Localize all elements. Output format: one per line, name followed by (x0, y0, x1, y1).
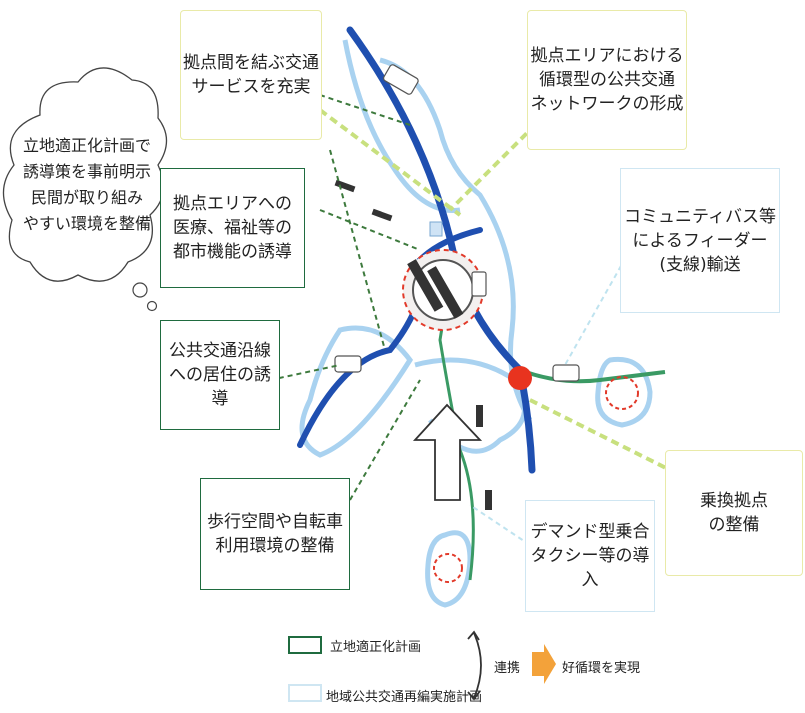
dashed-node-bottom (433, 553, 463, 583)
cloud-text: 立地適正化計画で 誘導策を事前明示 民間が取り組み やすい環境を整備 (22, 136, 151, 233)
transfer-node (508, 366, 532, 390)
connectors-light-blue (469, 249, 631, 546)
label-demand-taxi: デマンド型乗合 タクシー等の導入 (525, 500, 655, 612)
legend-label-cycle: 好循環を実現 (562, 661, 641, 676)
area-outlines (299, 39, 653, 608)
legend-label-transport-plan: 地域公共交通再編実施計画 (326, 690, 483, 705)
label-medical-welfare: 拠点エリアへの 医療、福祉等の 都市機能の誘導 (160, 168, 305, 288)
label-residence: 公共交通沿線 への居住の誘導 (160, 320, 280, 430)
feeder-route (519, 368, 666, 384)
label-walk-bike: 歩行空間や自転車 利用環境の整備 (200, 478, 350, 590)
connectors-light-green (318, 108, 671, 472)
legend-label-location-plan: 立地適正化計画 (330, 640, 422, 655)
label-circular-network: 拠点エリアにおける 循環型の公共交通 ネットワークの形成 (527, 10, 687, 150)
label-community-bus: コミュニティバス等 によるフィーダー (支線)輸送 (620, 168, 780, 313)
connectors-dark-green (269, 94, 421, 501)
up-arrow (412, 403, 483, 501)
thought-cloud (2, 67, 168, 312)
dash-markings (334, 179, 492, 510)
legend-swatch-transport-plan (288, 684, 322, 702)
label-connect-services: 拠点間を結ぶ交通 サービスを充実 (180, 10, 322, 140)
legend-swatch-location-plan (288, 636, 322, 654)
dashed-node-right (605, 376, 639, 410)
central-hub (402, 221, 484, 331)
legend-label-link: 連携 (494, 661, 521, 676)
label-transfer-point: 乗換拠点 の整備 (665, 450, 803, 576)
bus-icon (334, 64, 580, 382)
